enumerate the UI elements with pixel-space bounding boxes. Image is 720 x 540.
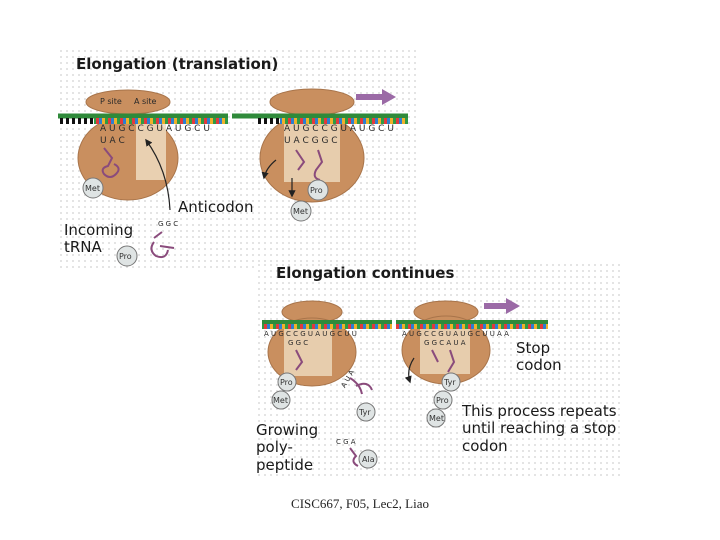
- title-elongation-continues: Elongation continues: [276, 264, 455, 282]
- trna-pair-4: [431, 349, 456, 373]
- mrna-sequence-1: A U G C C G U A U G C U: [100, 124, 210, 134]
- trna-met-1: [101, 147, 120, 178]
- nucleotides-3: [262, 324, 392, 329]
- growing-polypeptide-label: Growing poly- peptide: [256, 421, 319, 474]
- site-region: [420, 322, 470, 374]
- exit-arrow-4: [404, 357, 415, 384]
- pro-label-incoming: Pro: [119, 252, 132, 261]
- direction-arrow-bottom: [484, 298, 520, 314]
- nucleotides-1-black: [58, 118, 94, 124]
- met-bubble-1: [82, 177, 104, 199]
- pro-label-2: Pro: [310, 186, 323, 195]
- tyr-label-3: Tyr: [358, 408, 371, 417]
- trna-3: [295, 349, 304, 371]
- met-bubble-3: [271, 390, 291, 410]
- pro-bubble-incoming: [116, 245, 138, 267]
- pro-bubble-3: [277, 372, 297, 392]
- large-subunit: [269, 88, 355, 116]
- ala-bubble: [358, 449, 378, 469]
- process-repeats-label: This process repeats until reaching a st…: [462, 402, 617, 455]
- anticodon-sequence-2: U A C G G C: [284, 136, 338, 146]
- anticodon-sequence-3: G G C: [288, 339, 308, 347]
- a-site-label: A site: [134, 97, 157, 106]
- nucleotides-2-black: [256, 118, 280, 124]
- nucleotides-4: [396, 324, 548, 329]
- p-site-label: P site: [100, 97, 122, 106]
- stop-codon-label: Stop codon: [516, 339, 562, 375]
- nucleotides-2: [280, 118, 408, 124]
- pro-bubble-4: [433, 390, 453, 410]
- tyr-bubble-3: [356, 402, 376, 422]
- tyr-bubble-4: [441, 372, 461, 392]
- site-region: [284, 322, 332, 376]
- direction-arrow-top: [356, 89, 396, 105]
- mrna-sequence-4: A U G C C G U A U G C U U A A: [402, 330, 509, 338]
- met-bubble-4: [426, 408, 446, 428]
- trna-anticodon-cga: C G A: [336, 438, 356, 446]
- mrna-sequence-2: A U G C C G U A U G C U: [284, 124, 394, 134]
- anticodon-label: Anticodon: [178, 198, 254, 216]
- title-elongation: Elongation (translation): [76, 55, 279, 73]
- tyr-trna: [349, 377, 373, 395]
- anticodon-arrow: [145, 138, 171, 211]
- pro-bubble-2: [307, 179, 329, 201]
- trna-pair-2: [295, 149, 324, 181]
- tyr-label-4: Tyr: [443, 378, 456, 387]
- met-label-2: Met: [293, 207, 308, 216]
- trna-exit-arrow: [261, 159, 277, 180]
- met-label-3: Met: [273, 396, 288, 405]
- ala-label: Ala: [362, 455, 375, 464]
- nucleotides-1: [94, 118, 228, 124]
- ribosome-4: [401, 300, 491, 385]
- ribosome-1: [77, 89, 179, 201]
- incoming-trna: [150, 231, 175, 259]
- incoming-anticodon: G G C: [158, 220, 178, 228]
- a-site-region: [136, 118, 166, 180]
- incoming-trna-label: Incoming tRNA: [64, 221, 134, 257]
- pro-label-3: Pro: [280, 378, 293, 387]
- anticodon-sequence-1: U A C: [100, 136, 125, 146]
- met-label-4: Met: [429, 414, 444, 423]
- met-bubble-2: [290, 200, 312, 222]
- met-label-1: Met: [85, 184, 100, 193]
- mrna-sequence-3: A U G C C G U A U G C U U: [264, 330, 357, 338]
- large-subunit: [85, 89, 171, 115]
- slide-footer: CISC667, F05, Lec2, Liao: [291, 496, 429, 511]
- pro-label-4: Pro: [436, 396, 449, 405]
- ala-trna: [349, 447, 359, 467]
- anticodon-sequence-4: G G C A U A: [424, 339, 466, 347]
- site-region: [284, 118, 340, 182]
- ribosome-3: [267, 300, 357, 387]
